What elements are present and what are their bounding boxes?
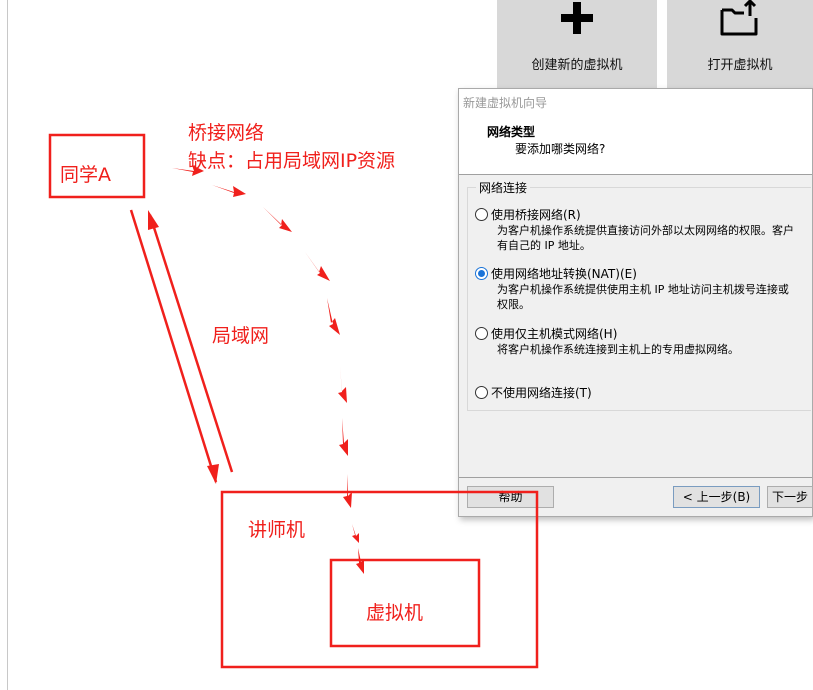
vm-label: 虚拟机 xyxy=(366,602,424,624)
option-desc: 为客户机操作系统提供直接访问外部以太网网络的权限。客户 有自己的 IP 地址。 xyxy=(497,224,794,252)
radio-no-network[interactable] xyxy=(475,386,488,399)
plus-icon xyxy=(561,2,593,34)
page-heading: 网络类型 xyxy=(487,125,536,139)
lan-line-up xyxy=(148,214,234,473)
network-connection-group: 网络连接 xyxy=(467,179,811,411)
option-label: 使用桥接网络(R) xyxy=(491,208,581,222)
option-label: 不使用网络连接(T) xyxy=(491,386,592,400)
open-vm-tile[interactable]: 打开虚拟机 xyxy=(667,0,813,88)
student-label: 同学A xyxy=(60,164,111,186)
option-bridged[interactable]: 使用桥接网络(R) 为客户机操作系统提供直接访问外部以太网网络的权限。客户 有自… xyxy=(475,206,794,253)
student-box xyxy=(48,133,146,199)
teacher-label: 讲师机 xyxy=(248,519,306,541)
new-vm-wizard-dialog: 新建虚拟机向导 网络类型 要添加哪类网络? 网络连接 使用桥接网络(R) 为客户… xyxy=(458,88,813,517)
group-label: 网络连接 xyxy=(476,179,531,196)
radio-bridged[interactable] xyxy=(475,208,488,221)
open-vm-label: 打开虚拟机 xyxy=(707,58,773,73)
radio-host-only[interactable] xyxy=(475,327,488,340)
drawback-label: 缺点：占用局域网IP资源 xyxy=(188,150,396,172)
lan-label: 局域网 xyxy=(212,325,270,347)
create-vm-label: 创建新的虚拟机 xyxy=(531,58,623,73)
option-no-network[interactable]: 不使用网络连接(T) xyxy=(475,384,592,401)
arrow-heads xyxy=(148,210,219,484)
dashed-arrow-path xyxy=(172,165,364,574)
option-desc: 为客户机操作系统提供使用主机 IP 地址访问主机拨号连接或 权限。 xyxy=(497,283,789,311)
create-vm-tile[interactable]: 创建新的虚拟机 xyxy=(497,0,657,88)
window-edge xyxy=(7,0,8,690)
option-nat[interactable]: 使用网络地址转换(NAT)(E) 为客户机操作系统提供使用主机 IP 地址访问主… xyxy=(475,265,789,312)
option-desc: 将客户机操作系统连接到主机上的专用虚拟网络。 xyxy=(497,343,739,356)
dialog-header: 新建虚拟机向导 网络类型 要添加哪类网络? xyxy=(459,89,812,175)
option-host-only[interactable]: 使用仅主机模式网络(H) 将客户机操作系统连接到主机上的专用虚拟网络。 xyxy=(475,325,739,357)
dialog-title: 新建虚拟机向导 xyxy=(463,96,548,110)
divider xyxy=(459,477,812,478)
bridge-label: 桥接网络 xyxy=(188,122,265,144)
arrow-down-head xyxy=(207,464,219,484)
radio-nat[interactable] xyxy=(475,267,488,280)
open-folder-icon xyxy=(720,0,758,36)
vm-box xyxy=(329,558,481,648)
back-button[interactable]: < 上一步(B) xyxy=(673,486,760,508)
lan-line-down xyxy=(129,209,218,483)
page-subheading: 要添加哪类网络? xyxy=(515,142,606,156)
arrow-up-head xyxy=(148,210,159,230)
option-label: 使用仅主机模式网络(H) xyxy=(491,327,618,341)
teacher-box xyxy=(220,490,539,669)
option-label: 使用网络地址转换(NAT)(E) xyxy=(491,267,637,281)
